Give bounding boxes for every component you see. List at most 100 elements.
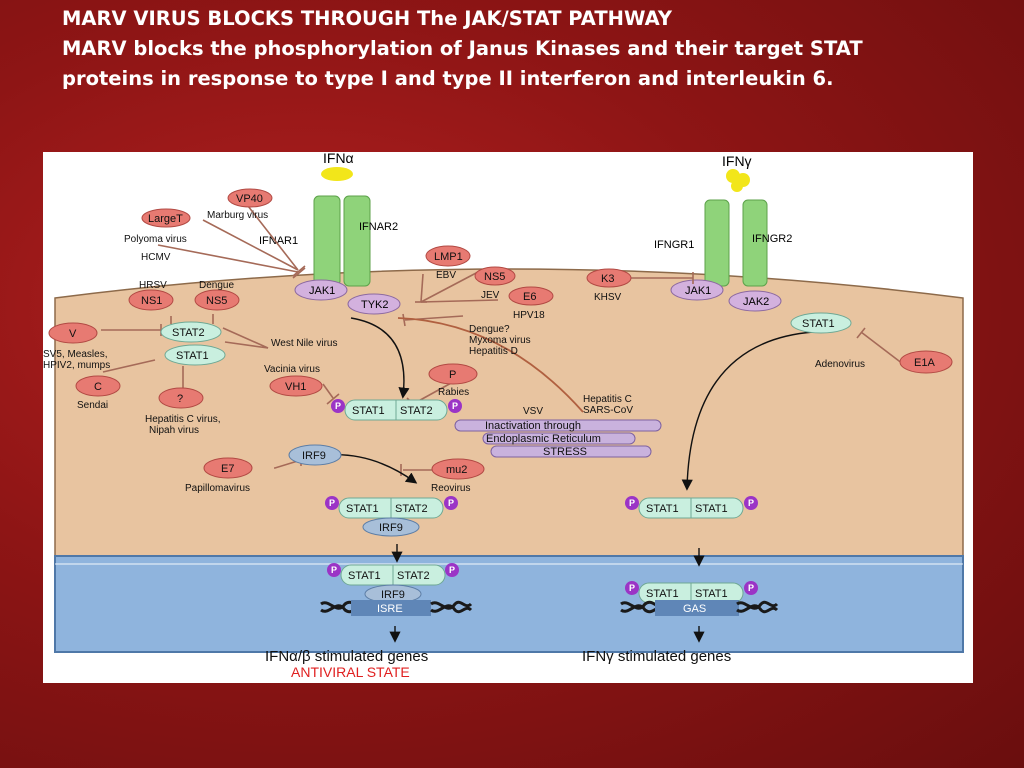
phospho-label-2b: P xyxy=(448,498,454,508)
phospho-2a xyxy=(325,496,339,510)
antiviral-state-label: ANTIVIRAL STATE xyxy=(291,664,410,680)
stat2-cytoplasm xyxy=(160,321,222,343)
stat1-label-b: STAT1 xyxy=(352,405,385,417)
khsv-label: KHSV xyxy=(594,292,622,303)
vacinia-label: Vacinia virus xyxy=(264,364,320,375)
phospho-label-5a: P xyxy=(629,583,635,593)
jak1-label: JAK1 xyxy=(309,285,335,297)
mu2-protein xyxy=(431,458,485,480)
nucleus xyxy=(54,555,964,653)
er-stress-bar-2 xyxy=(482,432,636,445)
stat1-label-g: STAT1 xyxy=(646,588,679,600)
vh1-protein xyxy=(269,375,323,397)
e7-label: E7 xyxy=(221,463,234,475)
slide-title: MARV VIRUS BLOCKS THROUGH The JAK/STAT P… xyxy=(62,4,1002,94)
k3-protein xyxy=(586,268,632,288)
phospho-4a xyxy=(327,563,341,577)
stat1-label-a: STAT1 xyxy=(176,350,209,362)
er-stress-text-1: Inactivation through xyxy=(485,420,581,432)
sv5-label-1: SV5, Measles, xyxy=(43,349,107,360)
sv5-label-2: HPIV2, mumps xyxy=(43,360,110,371)
slide-body-line-1: MARV blocks the phosphorylation of Janus… xyxy=(62,37,863,60)
hep-c-label: Hepatitis C xyxy=(583,394,632,405)
papilloma-label: Papillomavirus xyxy=(185,483,250,494)
er-stress-text-3: STRESS xyxy=(543,446,587,458)
hep-c-nipah-label-1: Hepatitis C virus, xyxy=(145,414,221,425)
phospho-label-4a: P xyxy=(331,565,337,575)
phospho-label-1b: P xyxy=(452,401,458,411)
larget-label: LargeT xyxy=(148,213,183,225)
irf9-complex-cytoplasm xyxy=(362,517,420,537)
jak-stat-pathway-diagram: IFNα IFNγ IFNAR1 IFNAR2 IFNGR1 IFNGR2 JA… xyxy=(43,152,973,683)
er-stress-curve xyxy=(397,317,584,413)
phospho-1a xyxy=(331,399,345,413)
stat1-label-ifng: STAT1 xyxy=(802,318,835,330)
stat2-label-b: STAT2 xyxy=(400,405,433,417)
phospho-3b xyxy=(744,496,758,510)
polyoma-label: Polyoma virus xyxy=(124,234,187,245)
ifna-ligand xyxy=(321,167,353,181)
phospho-5b xyxy=(744,581,758,595)
ifnar2-receptor xyxy=(343,195,371,287)
jev-label: JEV xyxy=(481,290,500,301)
gas-dna xyxy=(620,600,779,616)
larget-protein xyxy=(141,208,191,228)
ifna-output-label: IFNα/β stimulated genes xyxy=(265,648,428,665)
tyk2-label: TYK2 xyxy=(361,299,389,311)
e1a-label: E1A xyxy=(914,357,935,369)
dengue-q-label: Dengue? xyxy=(469,324,510,335)
er-stress-text-2: Endoplasmic Reticulum xyxy=(486,433,601,445)
ifnar1-receptor xyxy=(313,195,341,287)
phospho-4b xyxy=(445,563,459,577)
hep-c-nipah-label-2: Nipah virus xyxy=(149,425,199,436)
rabies-label: Rabies xyxy=(438,387,469,398)
ifnar2-label: IFNAR2 xyxy=(359,221,398,233)
stat1-label-e: STAT1 xyxy=(695,503,728,515)
er-stress-bar-3 xyxy=(490,445,652,458)
sendai-label: Sendai xyxy=(77,400,108,411)
phospho-label-4b: P xyxy=(449,565,455,575)
jak2-label: JAK2 xyxy=(743,296,769,308)
p-protein xyxy=(428,363,478,385)
e1a-protein xyxy=(899,350,953,374)
phospho-label-3b: P xyxy=(748,498,754,508)
hpv18-label: HPV18 xyxy=(513,310,545,321)
ifna-ligand-label: IFNα xyxy=(323,152,354,166)
ns5-dengue-label: NS5 xyxy=(206,295,227,307)
irf9-label-c: IRF9 xyxy=(381,589,405,601)
sars-label: SARS-CoV xyxy=(583,405,633,416)
irf9-free xyxy=(288,444,342,466)
vh1-label: VH1 xyxy=(285,381,306,393)
vsv-label: VSV xyxy=(523,406,543,417)
ifngr2-receptor xyxy=(742,199,768,287)
myxoma-label: Myxoma virus xyxy=(469,335,531,346)
ns1-label: NS1 xyxy=(141,295,162,307)
ifnar1-label: IFNAR1 xyxy=(259,235,298,247)
irf9-label-b: IRF9 xyxy=(379,522,403,534)
stat1-ifng-cytoplasm xyxy=(790,312,852,334)
stat2-label-a: STAT2 xyxy=(172,327,205,339)
vp40-label: VP40 xyxy=(236,193,263,205)
ifngr1-receptor xyxy=(704,199,730,287)
stat2-label-c: STAT2 xyxy=(395,503,428,515)
ifngr2-label: IFNGR2 xyxy=(752,233,792,245)
phospho-label-5b: P xyxy=(748,583,754,593)
isre-label: ISRE xyxy=(377,603,403,615)
reovirus-label: Reovirus xyxy=(431,483,470,494)
e6-protein xyxy=(508,286,554,306)
unknown-label: ? xyxy=(177,393,183,405)
lmp1-protein xyxy=(425,245,471,267)
ifng-ligand-label: IFNγ xyxy=(722,153,752,169)
k3-label: K3 xyxy=(601,273,614,285)
isre-dna xyxy=(320,600,473,616)
v-protein xyxy=(48,322,98,344)
jak1-kinase xyxy=(294,279,348,301)
jak2-kinase xyxy=(728,290,782,312)
adenovirus-label: Adenovirus xyxy=(815,359,865,370)
e6-label: E6 xyxy=(523,291,536,303)
hrsv-label: HRSV xyxy=(139,280,167,291)
stat1-cytoplasm xyxy=(164,344,226,366)
ns5-protein-jev xyxy=(474,266,516,286)
slide-heading: MARV VIRUS BLOCKS THROUGH The JAK/STAT P… xyxy=(62,7,672,30)
irf9-label-a: IRF9 xyxy=(302,450,326,462)
